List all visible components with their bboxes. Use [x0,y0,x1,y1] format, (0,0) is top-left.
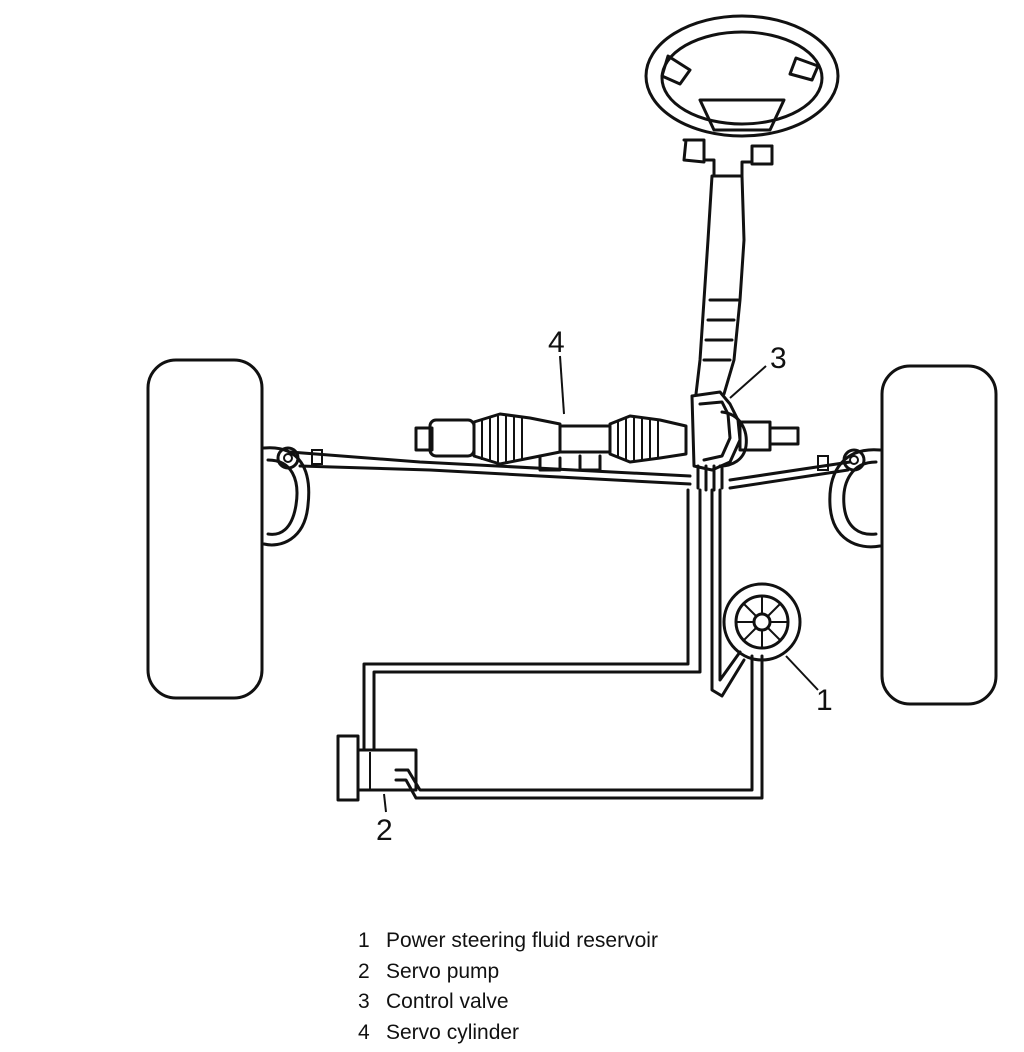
servo-pump [336,734,418,802]
fluid-reservoir [722,582,802,662]
legend-label: Servo cylinder [386,1020,520,1044]
callout-4: 4 [548,326,565,359]
legend-number: 1 [358,929,370,952]
callout-leader-2 [383,793,387,813]
legend-number: 3 [358,990,370,1013]
legend-number: 2 [358,959,370,983]
legend-label: Power steering fluid reservoir [386,929,658,952]
right-wheel [828,364,998,706]
control-valve [690,390,748,492]
legend-label: Servo pump [386,959,500,983]
callout-leader-3 [729,365,767,399]
tie-rods [276,446,866,490]
legend-item-2: 2 Servo pump [358,957,778,988]
legend-label: Control valve [386,990,509,1013]
servo-cylinder [414,412,800,472]
legend: 1 Power steering fluid reservoir 2 Servo p… [358,926,778,1048]
steering-column [682,138,774,396]
callout-1: 1 [816,684,833,717]
legend-item-1: 1 Power steering fluid reservoir [358,926,778,957]
callout-3: 3 [770,342,787,375]
legend-number: 4 [358,1020,370,1044]
hydraulic-lines [362,488,764,800]
legend-item-3: 3 Control valve [358,987,778,1018]
legend-item-4: 4 Servo cylinder [358,1018,778,1049]
steering-wheel [644,14,840,138]
callout-leader-1 [785,655,819,691]
callout-leader-4 [559,355,565,415]
callout-2: 2 [376,814,393,847]
left-wheel [146,358,311,700]
